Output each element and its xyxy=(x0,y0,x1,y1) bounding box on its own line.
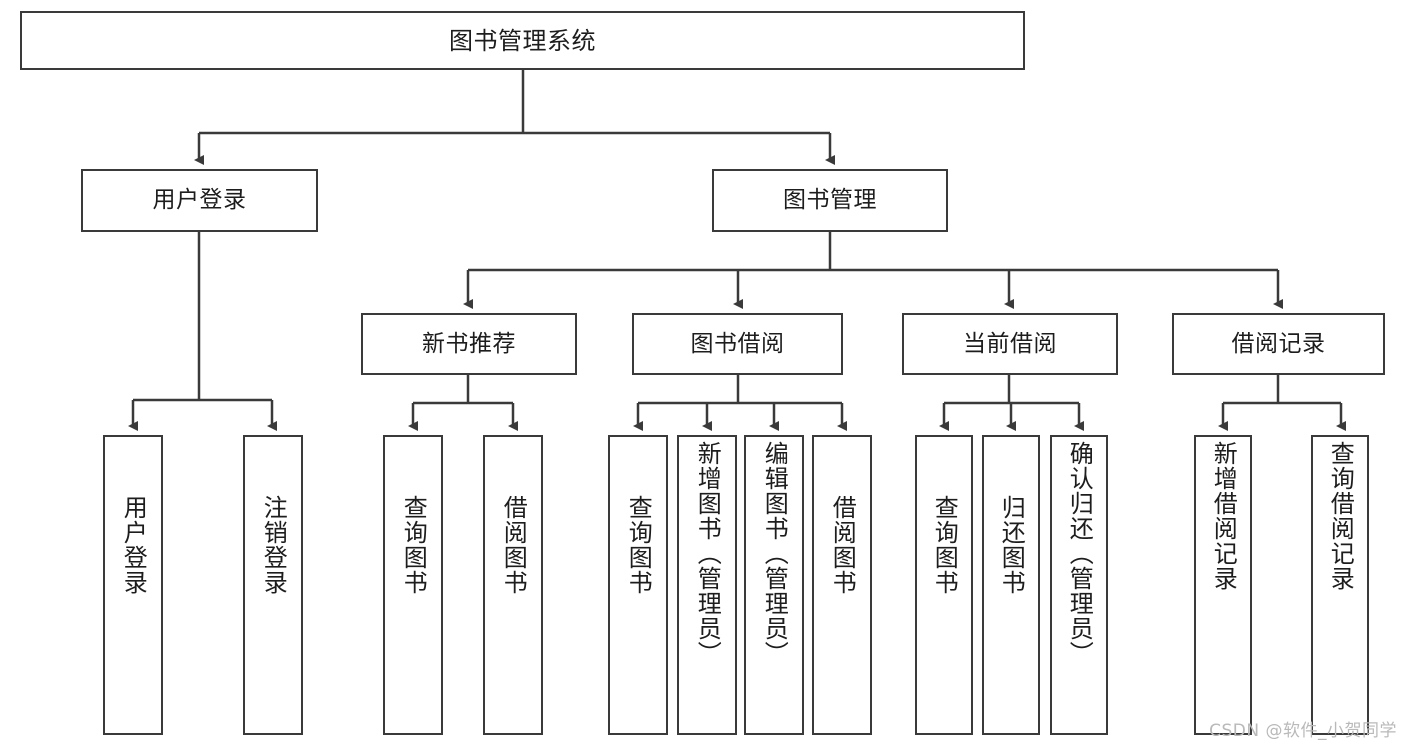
leaf-query-book-3-label: 查询图书 xyxy=(930,495,959,595)
node-new-book-recommend-label: 新书推荐 xyxy=(422,330,516,357)
watermark-text: CSDN @软件_小贺同学 xyxy=(1209,721,1397,741)
leaf-logout-label: 注销登录 xyxy=(259,495,288,595)
node-borrow-record[interactable]: 借阅记录 xyxy=(1172,313,1385,375)
leaf-add-book[interactable]: 新增图书（管理员） xyxy=(677,435,737,735)
leaf-query-book-2-label: 查询图书 xyxy=(624,495,653,595)
leaf-add-record-label: 新增借阅记录 xyxy=(1209,441,1238,591)
leaf-edit-book-label: 编辑图书（管理员） xyxy=(760,441,789,666)
node-book-borrow-label: 图书借阅 xyxy=(690,330,785,357)
leaf-query-book-2[interactable]: 查询图书 xyxy=(608,435,668,735)
leaf-query-book-1[interactable]: 查询图书 xyxy=(383,435,443,735)
node-book-borrow[interactable]: 图书借阅 xyxy=(632,313,843,375)
node-root-label: 图书管理系统 xyxy=(449,26,596,55)
node-user-login-label: 用户登录 xyxy=(152,187,247,213)
leaf-logout[interactable]: 注销登录 xyxy=(243,435,303,735)
leaf-query-record-label: 查询借阅记录 xyxy=(1326,441,1355,591)
leaf-add-record[interactable]: 新增借阅记录 xyxy=(1194,435,1252,735)
node-current-borrow[interactable]: 当前借阅 xyxy=(902,313,1118,375)
node-new-book-recommend[interactable]: 新书推荐 xyxy=(361,313,577,375)
leaf-query-book-1-label: 查询图书 xyxy=(399,495,428,595)
leaf-return-book[interactable]: 归还图书 xyxy=(982,435,1040,735)
leaf-borrow-book-1[interactable]: 借阅图书 xyxy=(483,435,543,735)
leaf-edit-book[interactable]: 编辑图书（管理员） xyxy=(744,435,804,735)
node-book-manage-label: 图书管理 xyxy=(783,187,877,213)
leaf-add-book-label: 新增图书（管理员） xyxy=(693,441,722,666)
leaf-query-book-3[interactable]: 查询图书 xyxy=(915,435,973,735)
leaf-borrow-book-2[interactable]: 借阅图书 xyxy=(812,435,872,735)
leaf-query-record[interactable]: 查询借阅记录 xyxy=(1311,435,1369,735)
leaf-user-login[interactable]: 用户登录 xyxy=(103,435,163,735)
leaf-confirm-return[interactable]: 确认归还（管理员） xyxy=(1050,435,1108,735)
leaf-borrow-book-2-label: 借阅图书 xyxy=(828,495,857,595)
leaf-user-login-label: 用户登录 xyxy=(119,495,148,595)
leaf-confirm-return-label: 确认归还（管理员） xyxy=(1065,441,1094,666)
leaf-return-book-label: 归还图书 xyxy=(997,495,1026,595)
node-root[interactable]: 图书管理系统 xyxy=(20,11,1025,70)
node-user-login[interactable]: 用户登录 xyxy=(81,169,318,232)
leaf-borrow-book-1-label: 借阅图书 xyxy=(499,495,528,595)
node-borrow-record-label: 借阅记录 xyxy=(1231,330,1326,357)
node-current-borrow-label: 当前借阅 xyxy=(963,330,1057,357)
node-book-manage[interactable]: 图书管理 xyxy=(712,169,948,232)
